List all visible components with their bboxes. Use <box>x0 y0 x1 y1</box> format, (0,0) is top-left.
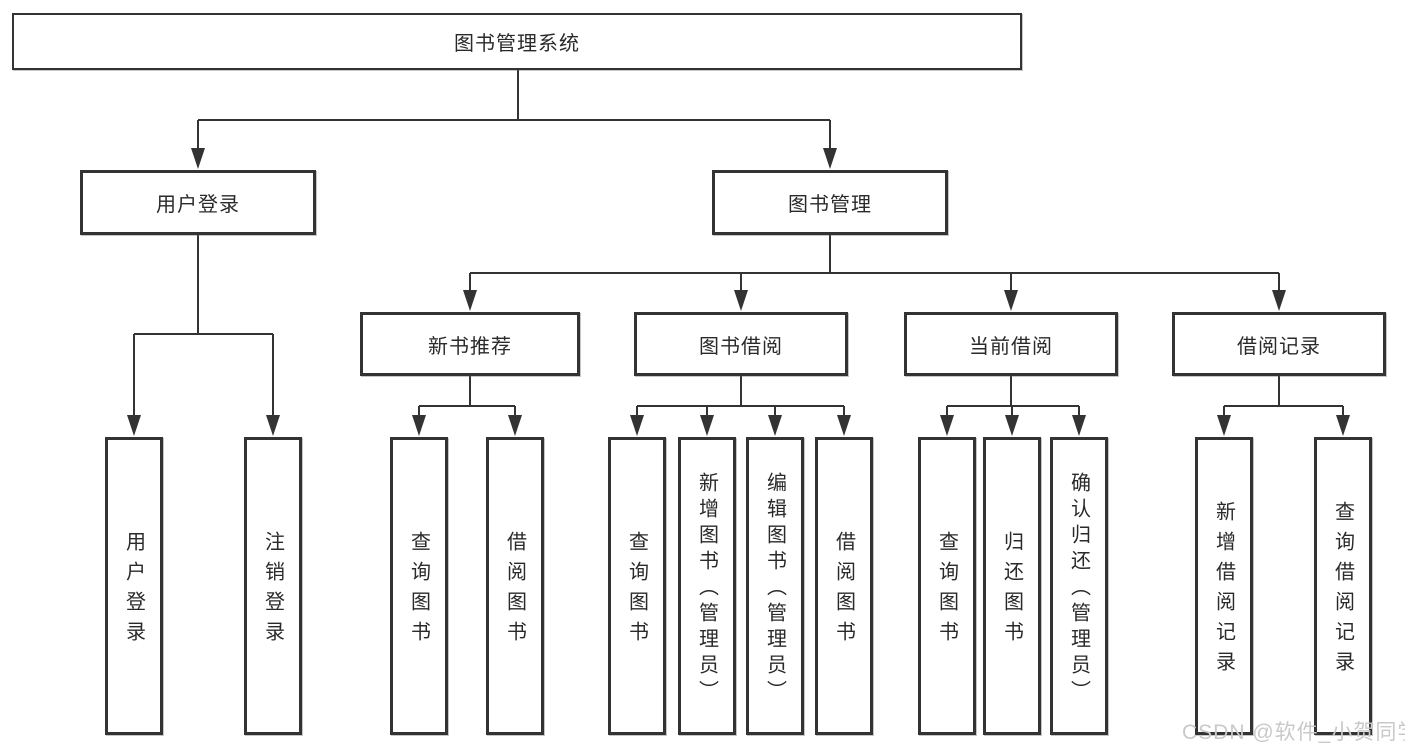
node-label: 归还图书 <box>1000 531 1023 651</box>
node-label: 图书管理 <box>788 194 872 216</box>
node-label: 图书管理系统 <box>454 33 580 55</box>
node-label: 当前借阅 <box>969 335 1053 358</box>
node-label: 图书借阅 <box>699 335 783 358</box>
node-new-book-recommend: 新书推荐 <box>360 312 580 376</box>
leaf-user-login: 用户登录 <box>105 437 163 735</box>
leaf-query-borrow-record: 查询借阅记录 <box>1314 437 1372 735</box>
leaf-add-borrow-record: 新增借阅记录 <box>1195 437 1253 735</box>
node-label: 查询图书 <box>407 531 430 651</box>
leaf-query-books-recommend: 查询图书 <box>390 437 448 735</box>
node-label: 查询借阅记录 <box>1331 501 1354 681</box>
leaf-borrow-books-recommend: 借阅图书 <box>486 437 544 735</box>
node-book-management-system: 图书管理系统 <box>12 13 1022 70</box>
node-label: 编辑图书（管理员） <box>763 472 786 706</box>
node-borrowing-records: 借阅记录 <box>1172 312 1386 376</box>
node-label: 借阅图书 <box>503 531 526 651</box>
leaf-confirm-return-admin: 确认归还（管理员） <box>1050 437 1108 735</box>
node-book-management: 图书管理 <box>712 170 948 235</box>
arrowheads <box>127 148 1350 436</box>
leaf-return-books: 归还图书 <box>983 437 1041 735</box>
leaf-add-books-admin: 新增图书（管理员） <box>678 437 736 735</box>
node-book-borrowing: 图书借阅 <box>634 312 848 376</box>
node-label: 确认归还（管理员） <box>1067 472 1090 706</box>
node-label: 查询图书 <box>935 531 958 651</box>
node-user-login: 用户登录 <box>80 170 316 235</box>
node-label: 用户登录 <box>156 194 240 216</box>
leaf-query-books-borrow: 查询图书 <box>608 437 666 735</box>
node-label: 注销登录 <box>261 531 284 651</box>
leaf-edit-books-admin: 编辑图书（管理员） <box>746 437 804 735</box>
node-label: 借阅记录 <box>1237 335 1321 358</box>
tree-edges <box>133 70 1344 416</box>
node-label: 借阅图书 <box>832 531 855 651</box>
leaf-query-books-current: 查询图书 <box>918 437 976 735</box>
csdn-watermark: CSDN @软件_小贺同学 <box>1182 721 1405 744</box>
node-label: 新书推荐 <box>428 335 512 358</box>
node-label: 新增借阅记录 <box>1212 501 1235 681</box>
node-current-borrowing: 当前借阅 <box>904 312 1118 376</box>
node-label: 用户登录 <box>122 531 145 651</box>
leaf-logout: 注销登录 <box>244 437 302 735</box>
node-label: 查询图书 <box>625 531 648 651</box>
node-label: 新增图书（管理员） <box>695 472 718 706</box>
leaf-borrow-books: 借阅图书 <box>815 437 873 735</box>
